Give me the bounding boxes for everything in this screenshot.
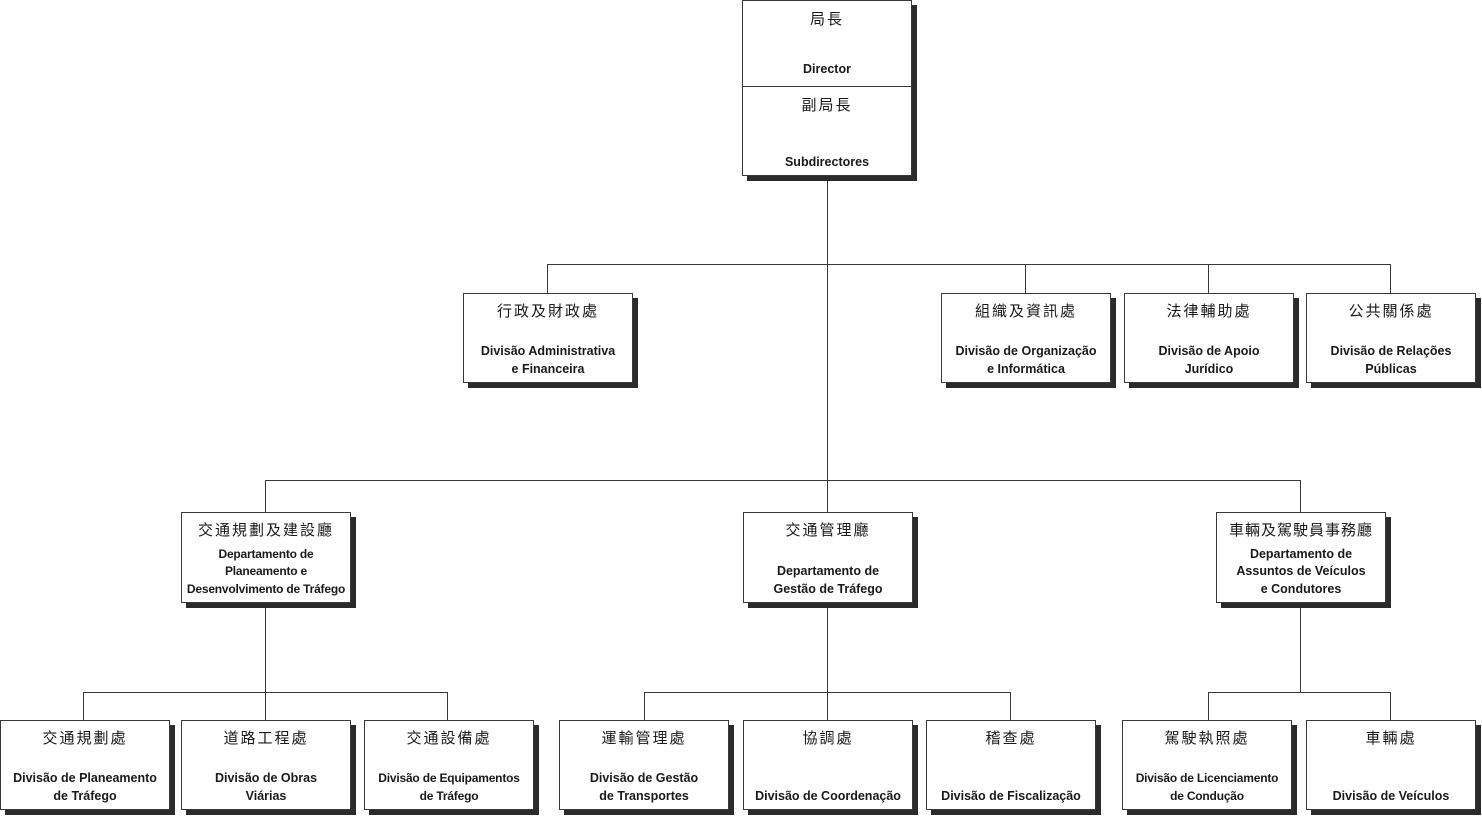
sub-division-title-pt: Divisão de Licenciamento de Condução bbox=[1135, 771, 1279, 803]
sub-division-title-zh: 道路工程處 bbox=[223, 729, 309, 747]
sub-division-title-pt: Divisão de Obras Viárias bbox=[214, 771, 318, 803]
department-title-zh: 交通規劃及建設廳 bbox=[197, 521, 334, 539]
division-box: 公共關係處 Divisão de Relações Públicas bbox=[1306, 293, 1476, 383]
director-divider bbox=[743, 86, 911, 87]
sub-division-title-pt: Divisão de Coordenação bbox=[755, 788, 901, 803]
division-title-pt: Divisão de Relações Públicas bbox=[1330, 344, 1452, 376]
department-title-zh: 車輛及駕駛員事務廳 bbox=[1228, 521, 1373, 539]
director-title-pt: Director bbox=[803, 62, 851, 76]
sub-division-title-zh: 稽查處 bbox=[985, 729, 1037, 747]
sub-division-title-zh: 運輸管理處 bbox=[601, 729, 687, 747]
sub-division-box: 交通規劃處 Divisão de Planeamento de Tráfego bbox=[0, 720, 170, 810]
division-box: 法律輔助處 Divisão de Apoio Jurídico bbox=[1124, 293, 1294, 383]
sub-division-box: 道路工程處 Divisão de Obras Viárias bbox=[181, 720, 351, 810]
sub-division-box: 駕駛執照處 Divisão de Licenciamento de Conduç… bbox=[1122, 720, 1292, 810]
department-box: 交通管理廳 Departamento de Gestão de Tráfego bbox=[743, 512, 913, 603]
sub-division-box: 稽查處 Divisão de Fiscalização bbox=[926, 720, 1096, 810]
director-box: 局長 Director 副局長 Subdirectores bbox=[742, 0, 912, 176]
sub-division-box: 運輸管理處 Divisão de Gestão de Transportes bbox=[559, 720, 729, 810]
division-box: 組織及資訊處 Divisão de Organização e Informát… bbox=[941, 293, 1111, 383]
division-box: 行政及財政處 Divisão Administrativa e Financei… bbox=[463, 293, 633, 383]
division-title-zh: 法律輔助處 bbox=[1166, 302, 1252, 320]
director-title-zh: 局長 bbox=[809, 10, 844, 28]
department-title-zh: 交通管理廳 bbox=[785, 521, 871, 539]
department-title-pt: Departamento de Gestão de Tráfego bbox=[773, 564, 883, 596]
sub-division-title-pt: Divisão de Planeamento de Tráfego bbox=[13, 771, 157, 803]
division-title-pt: Divisão de Organização e Informática bbox=[955, 344, 1097, 376]
sub-division-title-pt: Divisão de Equipamentos de Tráfego bbox=[378, 771, 520, 803]
sub-division-title-pt: Divisão de Gestão de Transportes bbox=[589, 771, 699, 803]
division-title-pt: Divisão de Apoio Jurídico bbox=[1158, 344, 1260, 376]
sub-division-title-zh: 交通設備處 bbox=[406, 729, 492, 747]
department-box: 車輛及駕駛員事務廳 Departamento de Assuntos de Ve… bbox=[1216, 512, 1386, 603]
sub-division-box: 協調處 Divisão de Coordenação bbox=[743, 720, 913, 810]
sub-division-title-pt: Divisão de Fiscalização bbox=[941, 788, 1081, 803]
sub-division-title-zh: 車輛處 bbox=[1365, 729, 1417, 747]
subdirector-title-zh: 副局長 bbox=[801, 96, 853, 114]
sub-division-title-zh: 交通規劃處 bbox=[42, 729, 128, 747]
sub-division-title-zh: 駕駛執照處 bbox=[1164, 729, 1250, 747]
department-title-pt: Departamento de Planeamento e Desenvolvi… bbox=[186, 546, 346, 596]
department-box: 交通規劃及建設廳 Departamento de Planeamento e D… bbox=[181, 512, 351, 603]
division-title-zh: 公共關係處 bbox=[1348, 302, 1434, 320]
sub-division-title-zh: 協調處 bbox=[802, 729, 854, 747]
subdirector-title-pt: Subdirectores bbox=[784, 154, 870, 169]
division-title-zh: 行政及財政處 bbox=[496, 302, 599, 320]
sub-division-box: 交通設備處 Divisão de Equipamentos de Tráfego bbox=[364, 720, 534, 810]
division-title-zh: 組織及資訊處 bbox=[974, 302, 1077, 320]
sub-division-box: 車輛處 Divisão de Veículos bbox=[1306, 720, 1476, 810]
department-title-pt: Departamento de Assuntos de Veículos e C… bbox=[1236, 546, 1366, 596]
sub-division-title-pt: Divisão de Veículos bbox=[1332, 788, 1450, 803]
division-title-pt: Divisão Administrativa e Financeira bbox=[480, 344, 616, 376]
